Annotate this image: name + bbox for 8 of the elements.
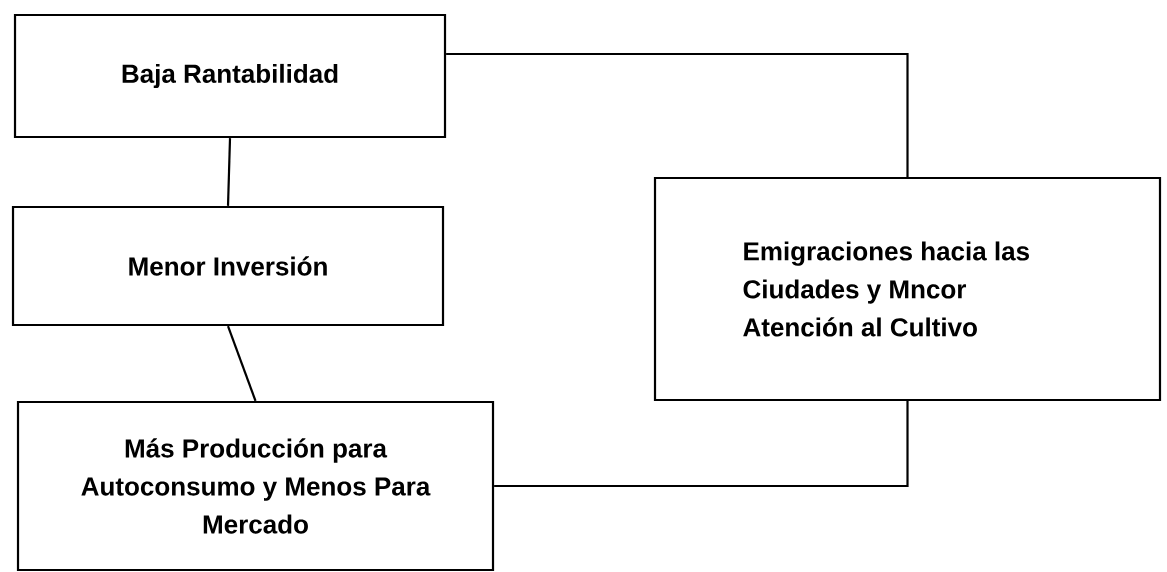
text-box: Más Producción para Autoconsumo y Menos Para Mercado <box>16 400 495 572</box>
text-box: Menor Inversión <box>11 205 445 327</box>
connector-line <box>226 138 232 206</box>
connector-line <box>226 325 257 402</box>
connector-line <box>494 401 909 488</box>
text-box: Emigraciones hacia las Ciudades y Mncor Atención al Cultivo <box>653 176 1162 402</box>
connector-line <box>446 52 909 177</box>
text-box: Baja Rantabilidad <box>13 13 447 139</box>
